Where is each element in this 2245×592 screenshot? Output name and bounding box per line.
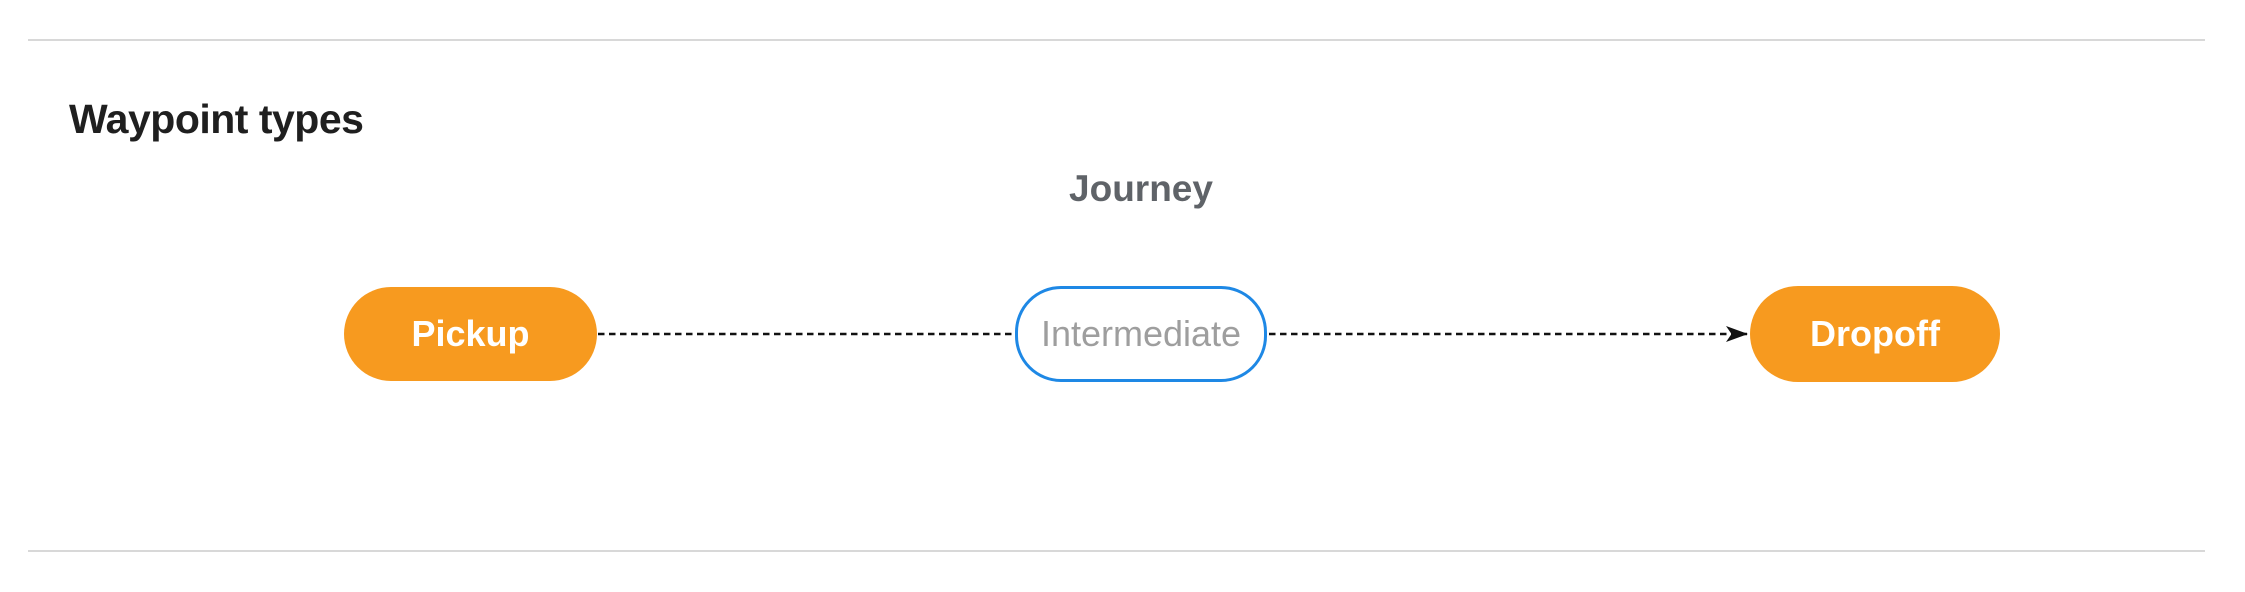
bottom-divider (28, 550, 2205, 552)
node-dropoff-label: Dropoff (1810, 313, 1940, 354)
top-divider (28, 39, 2205, 41)
node-pickup: Pickup (344, 287, 597, 381)
section-title: Waypoint types (69, 96, 364, 143)
node-intermediate-label: Intermediate (1040, 313, 1242, 354)
node-dropoff: Dropoff (1750, 286, 2000, 382)
node-pickup-label: Pickup (411, 313, 530, 354)
node-intermediate: Intermediate (1015, 286, 1267, 382)
diagram-title: Journey (1069, 168, 1213, 209)
